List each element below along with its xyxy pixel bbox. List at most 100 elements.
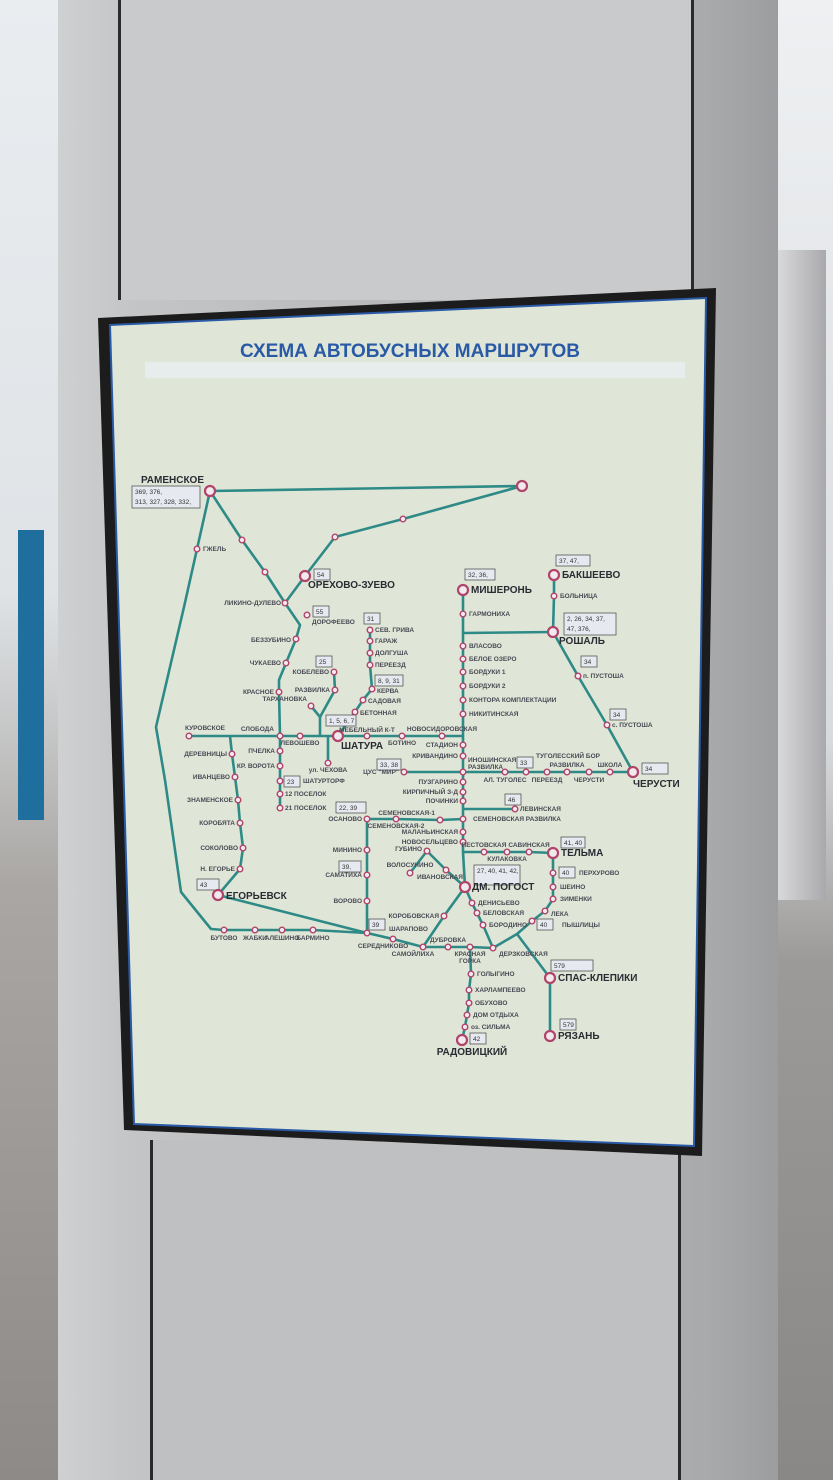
stop-beloe [459,655,467,663]
stop-label-gzhel: ГЖЕЛЬ [203,546,226,553]
stop-ppustosha [574,672,582,680]
stop-label-garazh: ГАРАЖ [375,638,397,645]
route-line [365,819,494,950]
stop-label-tugolesbor: ТУГОЛЕССКИЙ БОР [536,751,601,760]
blue-steel-pole [18,530,44,820]
stop-likino [281,599,289,607]
stop-n1 [238,536,246,544]
stop-label-sem2: СЕМЕНОВСКАЯ-2 [368,823,425,830]
stop-label-spustosha: с. ПУСТОША [612,722,653,729]
route-numbers: 2, 26, 34, 37, [567,616,605,623]
stop-label-osanovo: ОСАНОВО [328,816,362,823]
stop-ivanovskaya [442,866,450,874]
route-numbers: 27, 40, 41, 42, [477,868,519,875]
route-numbers: 55 [316,609,324,616]
stop-label-kurovskoe: КУРОВСКОЕ [185,725,226,732]
route-number-box [560,836,586,849]
stop-tugolesbor [522,768,530,776]
stop-label-betonnaya: БЕТОННАЯ [360,710,397,717]
route-numbers: 22, 39 [339,805,357,812]
stop-n2 [261,568,269,576]
route-numbers: 34 [613,712,621,719]
stop-label-novosidorovskaya: НОВОСИДОРОВСКАЯ [407,726,477,733]
stop-kulakovka [503,848,511,856]
stop-label-derzkovskaya: ДЕРЗКОВСКАЯ [499,951,548,958]
route-number-box [559,1018,577,1031]
pillar-panel-bottom [150,1140,681,1480]
stop-sloboda [276,732,284,740]
stop-label-tarkhanovka: ТАРХАНОВКА [263,696,308,703]
stop-samoylikha [419,943,427,951]
stop-vlasovo [459,642,467,650]
stop-dubrovka [444,943,452,951]
stop-silma [461,1023,469,1031]
stop-sem2 [392,815,400,823]
route-numbers: 33, 38 [380,762,398,769]
route-number-box [312,605,330,618]
stop-label-ramenskoe: РАМЕНСКОЕ [141,475,204,486]
stop-belovskaya [473,909,481,917]
terminal-stop-radovitsky [455,1033,469,1047]
stop-stadion [459,741,467,749]
stop-label-beloe: БЕЛОЕ ОЗЕРО [469,656,517,663]
stop-label-spasklepiki: СПАС-КЛЕПИКИ [558,973,637,984]
stop-levinskaya [511,805,519,813]
stop-borodino [479,921,487,929]
stop-dorofeevo [303,611,311,619]
stop-shaturtorf [276,777,284,785]
route-numbers: 369, 376, [135,489,162,496]
stop-ivantsevo [231,773,239,781]
stop-sadovaya [359,696,367,704]
stop-label-borduki2: БОРДУКИ 2 [469,683,506,690]
stop-label-minino: МИНИНО [333,847,362,854]
distant-column [778,250,826,900]
terminal-stop-orekhovo [298,569,312,583]
route-number-box [516,756,534,769]
stop-label-korobyata: КОРОБЯТА [199,820,235,827]
stop-korobyata [236,819,244,827]
route-number-box [196,878,220,891]
stop-dolgusha [366,649,374,657]
route-number-box [376,758,402,771]
stop-cherusti2 [585,768,593,776]
stop-label-butovo: БУТОВО [210,935,237,942]
stop-krgorka [466,943,474,951]
stop-label-perkhurovo: ПЕРХУРОВО [579,870,619,877]
stop-sokolovo [239,844,247,852]
stop-tarkhanovka [307,702,315,710]
terminal-stop-dmpogost [458,880,472,894]
stop-label-pos21: 21 ПОСЕЛОК [285,805,326,812]
stop-pos21 [276,804,284,812]
route-numbers: 46 [508,797,516,804]
stop-botino [398,732,406,740]
stop-label-shatura: ШАТУРА [341,741,383,752]
route-line [209,484,523,493]
terminal-stop-bakshevo [547,568,561,582]
stop-label-pchelka: ПЧЕЛКА [248,748,275,755]
stop-label-likino: ЛИКИНО-ДУЛЕВО [224,600,281,607]
stop-label-bezzubino: БЕЗЗУБИНО [251,637,291,644]
stop-label-altugoles: АЛ. ТУГОЛЕС [483,777,526,784]
stop-label-domotdykha: ДОМ ОТДЫХА [473,1012,519,1019]
stop-label-kulakovka: КУЛАКОВКА [487,856,527,863]
stop-malanyinskaya [459,828,467,836]
route-number-box [555,554,591,567]
terminal-stop-term_ne [515,479,529,493]
stop-serednikovo [389,935,397,943]
route-number-box [335,801,367,814]
stop-domotdykha [463,1011,471,1019]
stop-aleshino [278,926,286,934]
stop-label-ivanovskaya: ИВАНОВСКАЯ [417,874,463,881]
stop-perkhurovo [549,869,557,877]
stop-label-ryazan: РЯЗАНЬ [558,1031,600,1042]
stop-label-orekhovo: ОРЕХОВО-ЗУЕВО [308,580,395,591]
route-numbers: 42 [473,1036,481,1043]
route-number-box [368,918,386,931]
route-numbers: 32, 36, [468,572,488,579]
stop-label-cherusti: ЧЕРУСТИ [633,779,680,790]
stop-pestovskaya [480,848,488,856]
stop-label-shkola: ШКОЛА [598,762,623,769]
route-line [462,630,554,635]
route-number-box [338,860,362,873]
route-number-box [283,775,301,788]
